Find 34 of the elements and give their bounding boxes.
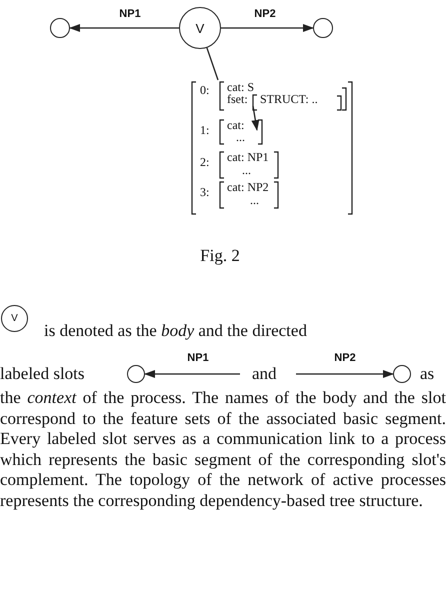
feature-text: cat: <box>227 119 244 132</box>
edge-label: NP1 <box>118 8 142 20</box>
body-text: as <box>420 364 434 384</box>
body-text: labeled slots <box>0 364 85 384</box>
feature-text: ... <box>242 164 251 177</box>
edge-label: NP2 <box>333 352 357 364</box>
arrow <box>221 24 314 32</box>
feature-text: STRUCT: .. <box>260 93 318 106</box>
slot-index: 0: <box>200 84 210 97</box>
slot-circle <box>50 18 70 38</box>
arrow <box>69 24 179 32</box>
feature-text: ... <box>236 131 245 144</box>
feature-text: fset: <box>227 93 248 106</box>
slot-circle <box>393 365 411 383</box>
slot-index: 1: <box>200 124 210 137</box>
body-text: and <box>252 364 277 384</box>
connector-line <box>206 48 219 80</box>
edge-label: NP2 <box>253 8 277 20</box>
arrow <box>144 370 240 378</box>
feature-text: cat: NP1 <box>227 151 269 164</box>
process-circle: V <box>179 7 221 49</box>
arrow <box>296 370 394 378</box>
body-text: is denoted as the body and the directed <box>44 321 308 342</box>
body-paragraph: the context of the process. The names of the body and the slot correspond to the feature sets of the associated basic segment. Every labeled slot serves as a communication link to a process which represents the basic segment of the corresponding slot's complement. The topology of the network of active processes represents the corresponding dependency-based tree structure. <box>0 388 446 511</box>
slot-circle <box>313 18 333 38</box>
figure-caption: Fig. 2 <box>199 246 241 266</box>
feature-text: ... <box>250 194 259 207</box>
edge-label: NP1 <box>186 352 210 364</box>
feature-text: cat: NP2 <box>227 181 269 194</box>
process-circle: V <box>1 305 28 332</box>
slot-index: 3: <box>200 186 210 199</box>
feature-text: cat: S <box>227 81 254 94</box>
slot-index: 2: <box>200 156 210 169</box>
slot-circle <box>127 365 145 383</box>
